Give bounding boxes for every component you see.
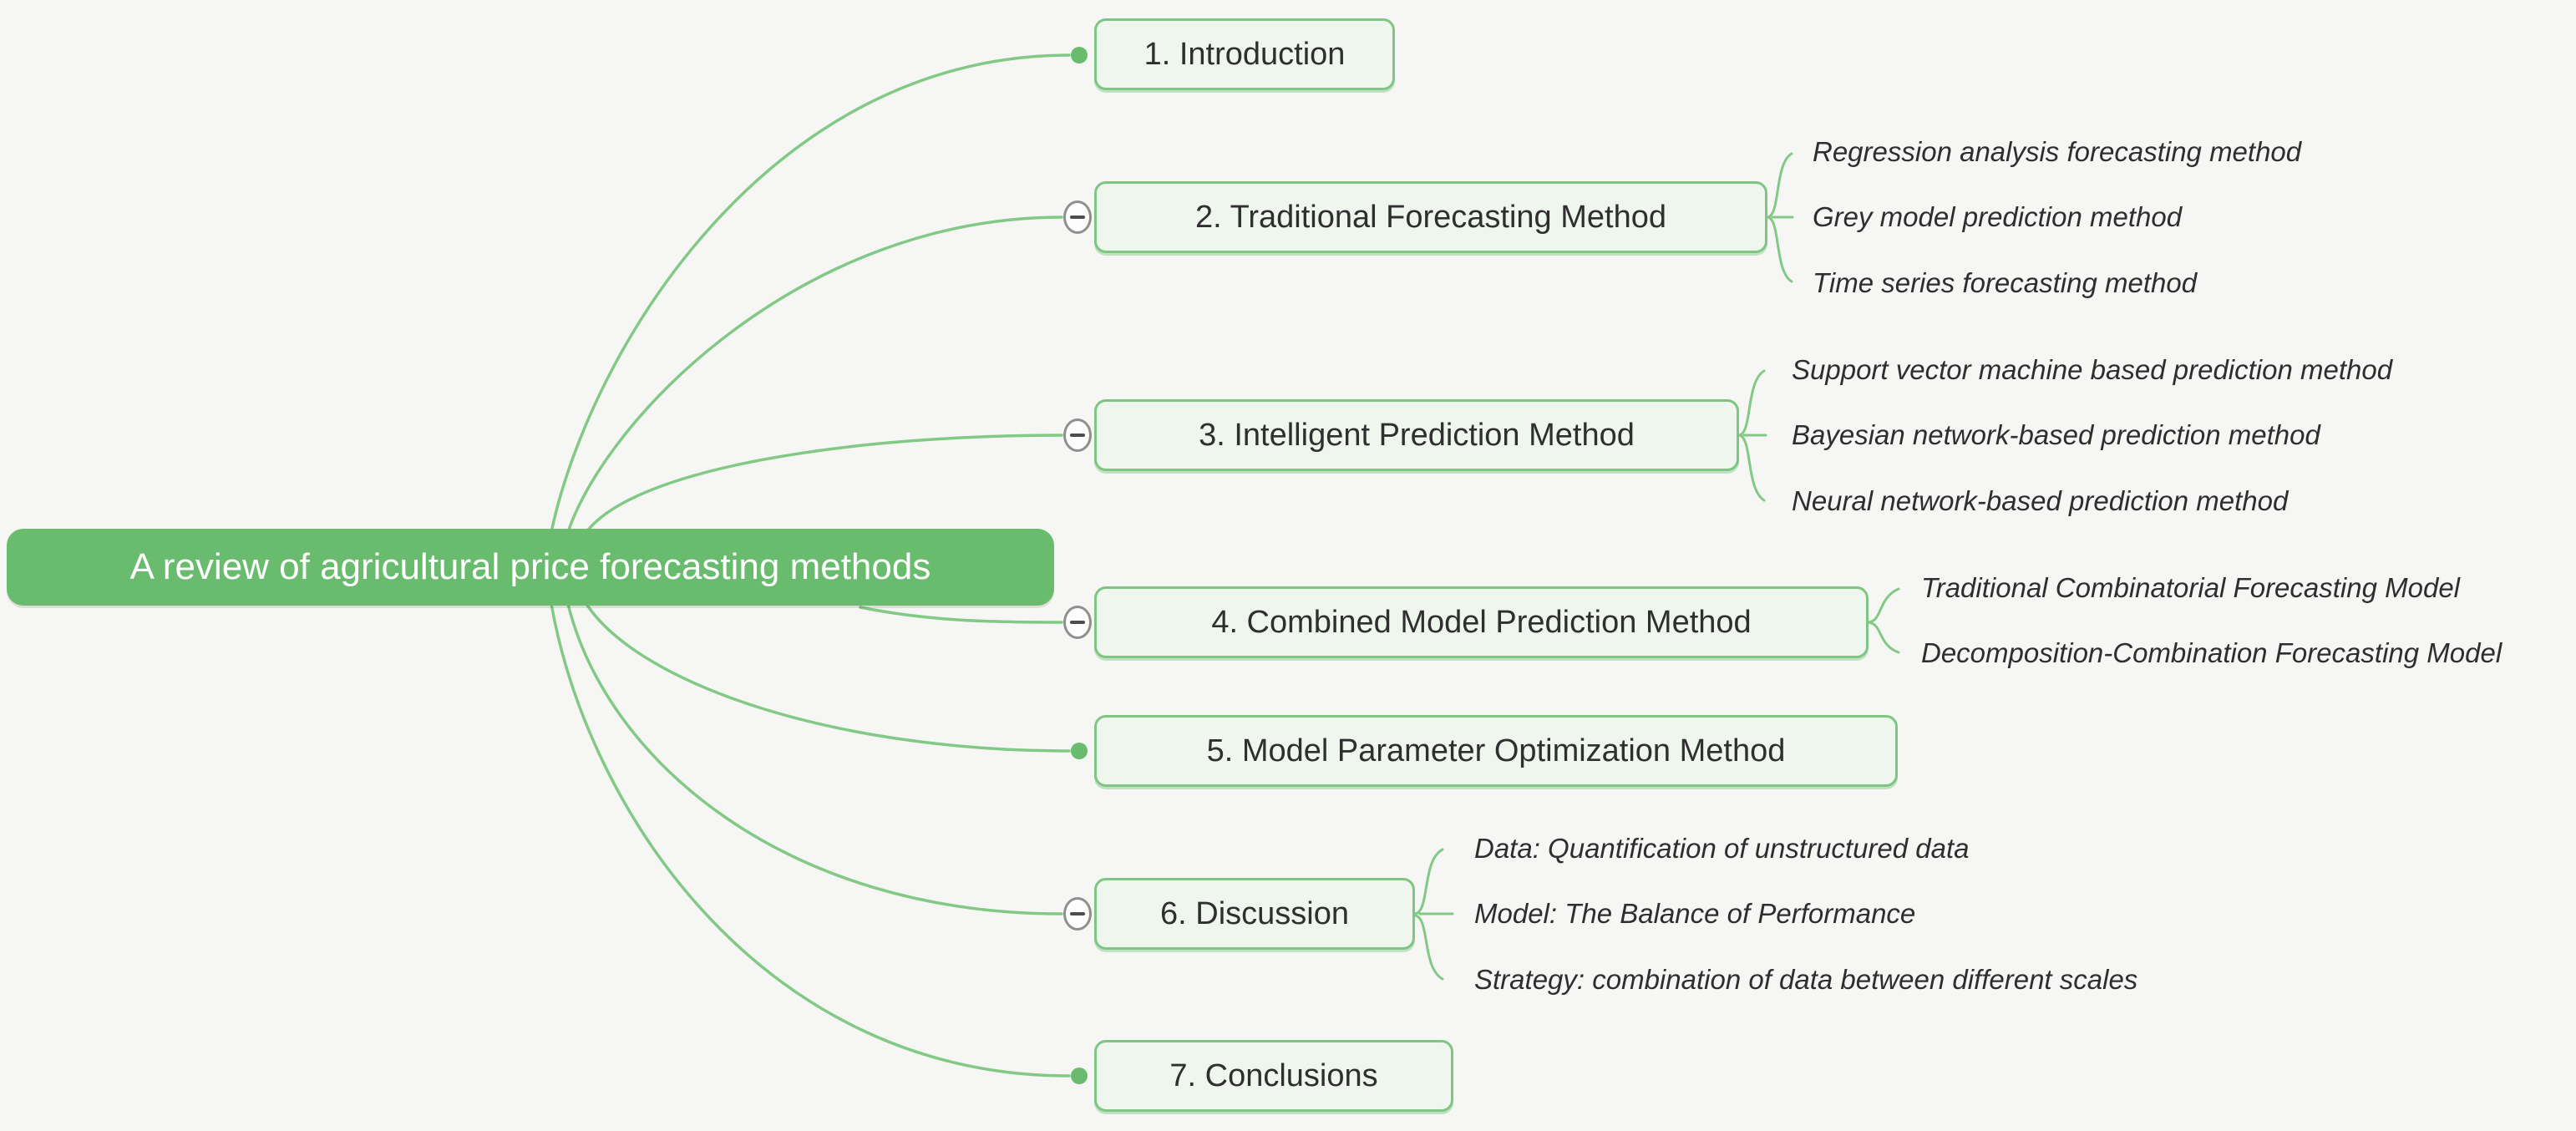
child-node-grey-model[interactable]: Grey model prediction method <box>1813 201 2183 232</box>
child-node-strategy-combination[interactable]: Strategy: combination of data between di… <box>1474 964 2138 995</box>
connector-branch3-child3 <box>1737 434 1766 502</box>
child-node-time-series[interactable]: Time series forecasting method <box>1813 267 2198 298</box>
collapse-minus-icon[interactable] <box>1063 897 1092 931</box>
connector-root-branch2 <box>566 216 1063 534</box>
connector-root-branch7 <box>550 602 1071 1078</box>
collapse-minus-icon[interactable] <box>1063 418 1092 452</box>
connector-branch6-child1 <box>1413 848 1444 915</box>
child-node-data-quantification[interactable]: Data: Quantification of unstructured dat… <box>1474 833 1970 864</box>
branch-node-combined-method[interactable]: 4. Combined Model Prediction Method <box>1094 586 1869 658</box>
branch-node-discussion[interactable]: 6. Discussion <box>1094 878 1415 950</box>
child-node-decomposition-combination[interactable]: Decomposition-Combination Forecasting Mo… <box>1921 637 2502 668</box>
connector-branch6-child3 <box>1413 914 1444 981</box>
connector-root-branch3 <box>585 434 1063 534</box>
connector-root-branch5 <box>585 602 1071 753</box>
branch-node-parameter-method[interactable]: 5. Model Parameter Optimization Method <box>1094 715 1898 787</box>
connector-branch2-child1 <box>1766 152 1793 219</box>
connector-branch2-child3 <box>1766 216 1793 283</box>
child-node-neural-network[interactable]: Neural network-based prediction method <box>1792 485 2289 516</box>
connector-branch4-child2 <box>1867 621 1900 654</box>
connector-root-branch6 <box>566 602 1063 915</box>
minus-bar <box>1070 434 1085 437</box>
node-connection-dot-icon <box>1071 1068 1088 1084</box>
child-node-regression-analysis[interactable]: Regression analysis forecasting method <box>1813 136 2302 167</box>
branch-node-introduction[interactable]: 1. Introduction <box>1094 18 1395 90</box>
child-node-traditional-combinatorial[interactable]: Traditional Combinatorial Forecasting Mo… <box>1921 572 2461 603</box>
collapse-minus-icon[interactable] <box>1063 606 1092 639</box>
node-connection-dot-icon <box>1071 47 1088 63</box>
minus-bar <box>1070 216 1085 219</box>
child-node-support-vector[interactable]: Support vector machine based prediction … <box>1792 354 2393 385</box>
root-node[interactable]: A review of agricultural price forecasti… <box>7 529 1054 606</box>
minus-bar <box>1070 912 1085 915</box>
connector-root-branch4 <box>859 606 1063 624</box>
node-connection-dot-icon <box>1071 743 1088 759</box>
connector-root-branch1 <box>550 53 1071 534</box>
minus-bar <box>1070 621 1085 624</box>
connector-branch3-child1 <box>1737 369 1766 437</box>
branch-node-conclusions[interactable]: 7. Conclusions <box>1094 1040 1453 1112</box>
collapse-minus-icon[interactable] <box>1063 200 1092 234</box>
branch-node-intelligent-method[interactable]: 3. Intelligent Prediction Method <box>1094 399 1739 471</box>
connector-branch4-child1 <box>1867 587 1900 624</box>
child-node-bayesian-network[interactable]: Bayesian network-based prediction method <box>1792 419 2320 450</box>
branch-node-traditional-method[interactable]: 2. Traditional Forecasting Method <box>1094 181 1767 253</box>
child-node-model-balance[interactable]: Model: The Balance of Performance <box>1474 898 1916 929</box>
